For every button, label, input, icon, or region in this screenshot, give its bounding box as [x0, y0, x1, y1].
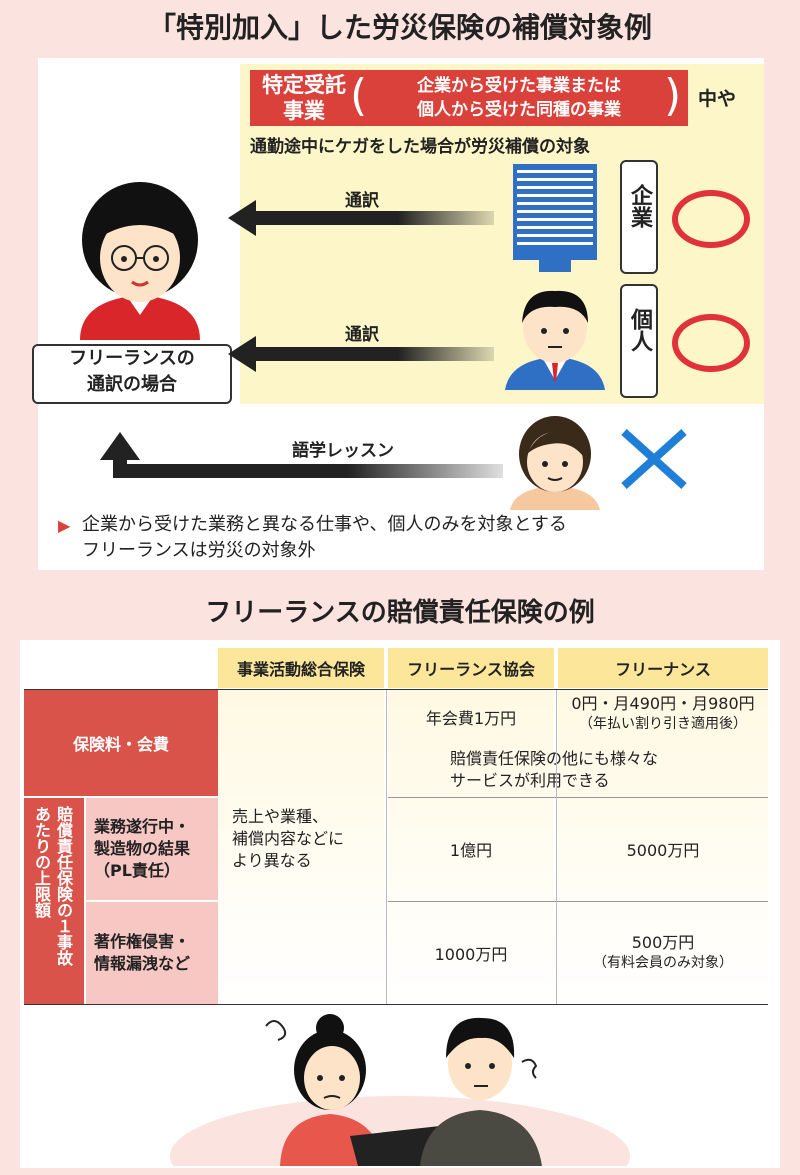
individual-label-box: 個人 [620, 284, 658, 398]
col1-value: 売上や業種、 補償内容などに より異なる [232, 807, 345, 870]
grid-line [24, 689, 768, 690]
arrow1-head [228, 200, 256, 236]
up-arrow-head [100, 432, 140, 460]
business-assoc: 1億円 [449, 841, 493, 860]
grid-line [386, 690, 387, 1004]
row-business-header: 業務遂行中・ 製造物の結果 （PL責任） [86, 798, 218, 900]
top-title: 「特別加入」した労災保険の補償対象例 [147, 11, 652, 44]
premium-finance: 0円・月490円・月980円 （年払い割り引き適用後） [571, 694, 755, 732]
individual-label: 個人 [627, 308, 652, 352]
arrow3 [113, 464, 503, 478]
banner-main: 特定受託 事業 [262, 73, 346, 123]
teacher-illustration [510, 416, 600, 510]
banner-box [250, 70, 688, 126]
grid-line [388, 797, 768, 798]
bottom-title: フリーランスの賠償責任保険の例 [205, 598, 595, 628]
paren-close: ) [664, 70, 682, 121]
grid-line [24, 1004, 768, 1005]
banner-paren: 企業から受けた事業または 個人から受けた同種の事業 [417, 76, 621, 120]
vertical-label-box [24, 798, 84, 1004]
vertical-label: 賠償責任保険の１事故 あたりの上限額 [32, 806, 73, 966]
grid-line [556, 690, 557, 1004]
col3-bg [558, 690, 768, 1004]
arrow2-label: 通訳 [345, 325, 379, 345]
arrow1-label: 通訳 [345, 191, 379, 211]
col-header-3: フリーナンス [558, 648, 768, 688]
top-note: 企業から受けた業務と異なる仕事や、個人のみを対象とする フリーランスは労災の対象… [82, 514, 567, 561]
banner-suffix: 中や [698, 88, 737, 110]
company-circle-mark [672, 190, 750, 248]
col-header-2: フリーランス協会 [388, 648, 554, 688]
individual-illustration [505, 290, 605, 390]
business-finance: 5000万円 [626, 841, 700, 860]
col2-bg [388, 690, 554, 1004]
arrow1 [254, 211, 494, 225]
bottom-illustration [170, 1014, 630, 1166]
paren-open: ( [350, 70, 368, 121]
note-bullet: ▶ [58, 516, 71, 535]
grid-line [388, 901, 768, 902]
company-label: 企業 [627, 184, 652, 228]
arrow2 [254, 347, 494, 361]
freelancer-illustration [80, 182, 200, 340]
arrow3-label: 語学レッスン [292, 441, 394, 461]
row-premium-header: 保険料・会費 [24, 690, 218, 796]
row-copyright-header: 著作権侵害・ 情報漏洩など [86, 902, 218, 1004]
freelance-label-box: フリーランスの 通訳の場合 [32, 344, 232, 404]
company-building-icon [513, 164, 597, 272]
col-header-1: 事業活動総合保険 [218, 648, 384, 688]
cross-mark-icon [621, 429, 687, 489]
service-note: 賠償責任保険の他にも様々な サービスが利用できる [450, 749, 659, 790]
copyright-assoc: 1000万円 [434, 945, 508, 964]
premium-assoc: 年会費1万円 [425, 709, 517, 728]
arrow2-head [228, 336, 256, 372]
top-subtitle: 通勤途中にケガをした場合が労災補償の対象 [250, 137, 590, 157]
company-label-box: 企業 [620, 160, 658, 274]
col1-bg [218, 690, 384, 1004]
copyright-finance: 500万円 （有料会員のみ対象） [593, 933, 733, 971]
individual-circle-mark [672, 314, 750, 372]
